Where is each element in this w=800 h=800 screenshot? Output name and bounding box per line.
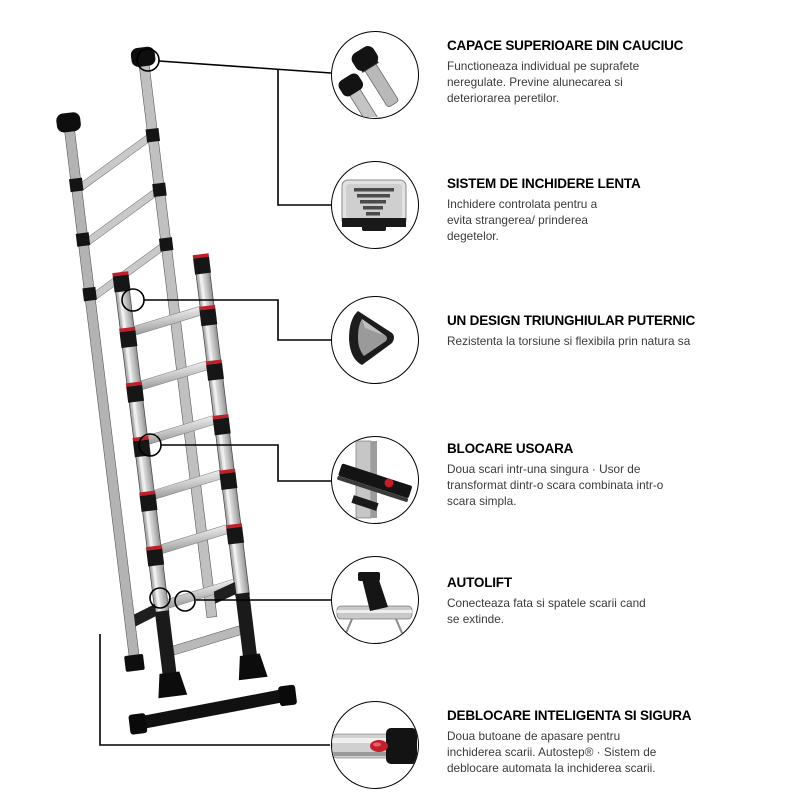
callout-anchor-circle	[149, 587, 171, 609]
connector-line-2	[277, 69, 331, 206]
connector-line-1	[158, 60, 332, 74]
feature-block-top-caps: CAPACE SUPERIOARE DIN CAUCIUC Functionea…	[447, 38, 683, 106]
red-accent	[145, 545, 163, 551]
lock-collar	[112, 274, 131, 293]
red-accent	[139, 490, 156, 496]
joint-collar	[69, 177, 84, 193]
feature-block-autolift: AUTOLIFT Conecteaza fata si spatele scar…	[447, 575, 652, 627]
lock-collar	[132, 439, 151, 458]
feature-detail-circle-4	[331, 436, 419, 524]
feature-detail-circle-5	[331, 556, 419, 644]
red-accent	[192, 253, 210, 259]
connector-line-3	[144, 299, 331, 341]
easy-lock-icon	[337, 440, 412, 519]
rubber-top-cap	[56, 112, 81, 133]
callout-anchor-circle	[174, 590, 196, 612]
red-accent	[219, 468, 236, 475]
lock-collar	[146, 548, 165, 567]
top-rubber-caps-icon	[338, 46, 399, 117]
stabilizer-foot	[278, 684, 297, 707]
feature-block-easy-lock: BLOCARE USOARA Doua scari intr-una singu…	[447, 441, 677, 509]
feature-detail-circle-2	[331, 161, 419, 249]
lock-collar	[193, 256, 211, 275]
front-rung	[172, 625, 241, 656]
lock-collar	[119, 330, 138, 349]
feature-detail-circle-6	[331, 701, 419, 789]
feature-detail-circle-3	[331, 296, 419, 384]
feature-heading: CAPACE SUPERIOARE DIN CAUCIUC	[447, 38, 684, 53]
lock-collar	[206, 362, 224, 381]
feature-body: Inchidere controlata pentru a evita stra…	[447, 197, 598, 244]
front-foot-left	[158, 671, 188, 699]
joint-collar	[145, 127, 161, 143]
feature-body: Doua scari intr-una singura · Usor de tr…	[447, 462, 664, 509]
red-accent	[212, 414, 229, 420]
feature-body: Doua butoane de apasare pentru inchidere…	[447, 729, 657, 776]
connector-line-6	[99, 634, 330, 746]
feature-heading: BLOCARE USOARA	[447, 441, 574, 456]
lock-collar	[139, 494, 158, 512]
joint-collar	[152, 182, 167, 198]
feature-heading: DEBLOCARE INTELIGENTA SI SIGURA	[447, 708, 692, 723]
red-accent	[205, 359, 223, 365]
joint-collar	[75, 232, 91, 247]
smart-release-icon	[332, 728, 417, 764]
joint-collar	[82, 286, 97, 302]
callout-anchor-circle	[138, 433, 162, 457]
front-rail-left-bottom	[154, 610, 177, 676]
feature-detail-circle-1	[331, 31, 419, 119]
feature-body: Conecteaza fata si spatele scarii cand s…	[447, 596, 646, 627]
ladder-illustration	[56, 46, 297, 735]
joint-collar	[158, 237, 174, 252]
red-accent	[225, 523, 243, 529]
red-accent	[125, 381, 143, 387]
feature-block-triangular-design: UN DESIGN TRIUNGHIULAR PUTERNIC Rezisten…	[447, 313, 792, 349]
feature-heading: AUTOLIFT	[447, 575, 512, 590]
autolift-icon	[336, 572, 413, 634]
feature-body: Functioneaza individual pe suprafete ner…	[447, 59, 640, 106]
callout-anchor-circle	[121, 288, 145, 312]
connector-line-4	[161, 444, 331, 482]
front-rail-right-bottom	[235, 592, 257, 658]
feature-block-smart-release: DEBLOCARE INTELIGENTA SI SIGURA Doua but…	[447, 708, 692, 776]
lock-collar	[126, 384, 145, 403]
red-accent	[112, 271, 129, 277]
stabilizer-bar	[136, 688, 286, 730]
triangular-profile-icon	[349, 311, 394, 365]
stabilizer-foot	[128, 713, 148, 735]
feature-heading: SISTEM DE INCHIDERE LENTA	[447, 176, 641, 191]
lock-collar	[219, 472, 238, 490]
autolift-bracket	[134, 603, 157, 627]
feature-body: Rezistenta la torsiune si flexibila prin…	[447, 334, 691, 348]
feature-heading: UN DESIGN TRIUNGHIULAR PUTERNIC	[447, 313, 696, 328]
lock-collar	[226, 526, 245, 545]
callout-anchor-circle	[136, 48, 160, 72]
front-foot-right	[238, 653, 268, 681]
feature-block-soft-close: SISTEM DE INCHIDERE LENTA Inchidere cont…	[447, 176, 641, 244]
soft-close-system-icon	[341, 179, 407, 231]
lock-collar	[212, 417, 231, 436]
lock-collar	[199, 308, 218, 327]
red-accent	[119, 326, 136, 333]
red-accent	[199, 304, 216, 311]
rear-foot	[124, 654, 145, 672]
autolift-bracket	[213, 582, 237, 604]
